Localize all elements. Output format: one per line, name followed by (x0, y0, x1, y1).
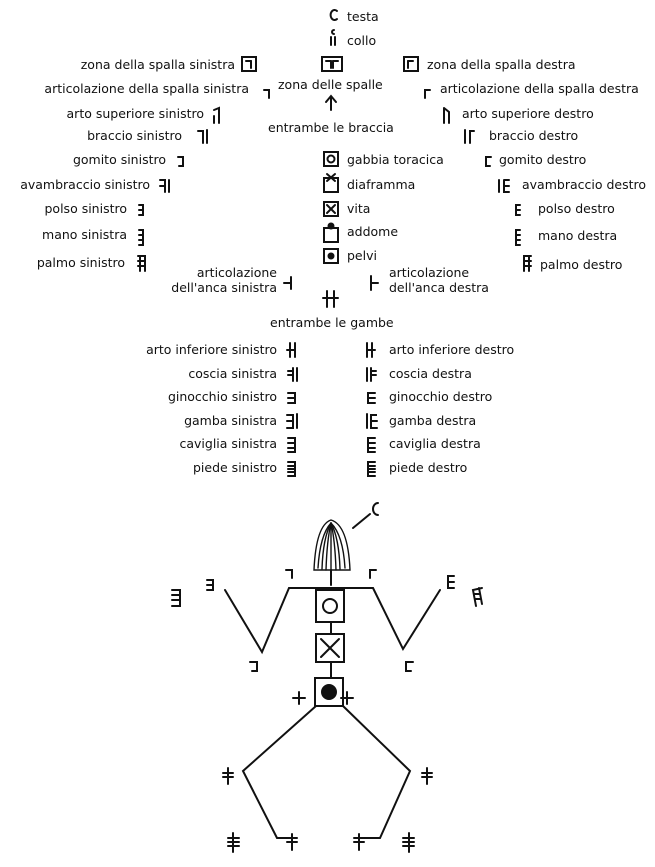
symbol-zona-spalle (322, 57, 342, 71)
symbol-braccio-sinistro (198, 130, 207, 143)
symbol-polso-sinistro (139, 205, 143, 215)
symbol-coscia-sinistra (288, 368, 297, 381)
symbol-piede-sinistro (288, 462, 295, 476)
symbol-arto-inferiore-destro (367, 343, 375, 357)
figure-right-shoulder-symbol (370, 570, 376, 578)
figure-left-arm (225, 588, 289, 652)
symbol-testa (331, 10, 337, 20)
symbol-ginocchio-destro (368, 393, 375, 403)
figure-left-leg (243, 706, 316, 838)
symbol-zona-spalla-destra (404, 57, 418, 71)
symbol-art-spalla-sinistra (264, 90, 269, 98)
symbol-anca-sinistra (284, 277, 291, 289)
figure-right-foot-symbol (403, 833, 414, 852)
figure-head-symbol (373, 503, 378, 515)
figure-left-elbow-symbol (250, 662, 257, 671)
symbol-vita (324, 202, 338, 216)
symbol-avambraccio-destro (499, 180, 509, 192)
figure-right-elbow-symbol (406, 662, 413, 671)
figure-left-wrist-symbol (207, 580, 213, 590)
symbol-coscia-destra (367, 368, 376, 381)
symbol-pelvi (324, 249, 338, 263)
figure-left-knee-symbol (223, 768, 233, 784)
figure-hip-left (293, 692, 305, 704)
symbol-ginocchio-sinistro (288, 393, 295, 403)
figure-pelvis (315, 678, 343, 706)
figure-right-leg (343, 706, 410, 838)
figure-right-arm (373, 588, 440, 649)
symbol-addome (324, 224, 338, 243)
symbol-diaframma (324, 174, 338, 192)
figure-right-ankle-symbol (354, 834, 364, 850)
symbol-caviglia-sinistra (288, 438, 295, 452)
figure-right-palm-symbol (473, 588, 482, 606)
figure-waist (316, 634, 344, 662)
figure-right-wrist-symbol (448, 576, 454, 588)
symbol-avambraccio-sinistro (160, 180, 169, 192)
figure-right-knee-symbol (422, 768, 432, 784)
symbol-gomito-sinistro (178, 157, 183, 166)
symbol-mano-sinistra (139, 230, 143, 245)
symbol-collo (331, 30, 335, 45)
symbol-braccio-destro (465, 130, 474, 143)
figure-hair (314, 520, 350, 570)
symbol-entrambe-braccia (326, 96, 336, 110)
symbol-arto-superiore-sinistro (214, 108, 219, 123)
figure-left-hand-symbol (172, 590, 180, 606)
figure-left-shoulder-symbol (286, 570, 292, 578)
symbol-zona-spalla-sinistra (242, 57, 256, 71)
figure-ribcage (316, 590, 344, 622)
symbol-gamba-sinistra (287, 414, 297, 428)
symbol-entrambe-gambe (323, 291, 338, 307)
symbol-arto-inferiore-sinistro (287, 343, 295, 357)
symbol-gabbia-toracica (324, 152, 338, 166)
symbol-palmo-destro (524, 256, 531, 271)
symbol-gomito-destro (486, 157, 491, 166)
symbol-art-spalla-destra (425, 90, 430, 98)
figure-left-foot-symbol (228, 833, 239, 852)
symbol-piede-destro (368, 462, 375, 476)
symbol-arto-superiore-destro (444, 108, 449, 123)
symbol-caviglia-destra (368, 438, 375, 452)
symbol-polso-destro (516, 205, 520, 215)
symbol-anca-destra (371, 276, 378, 290)
symbol-gamba-destra (367, 414, 377, 428)
figure-left-ankle-symbol (287, 834, 297, 850)
symbol-palmo-sinistro (138, 256, 145, 271)
symbol-mano-destra (516, 230, 520, 245)
